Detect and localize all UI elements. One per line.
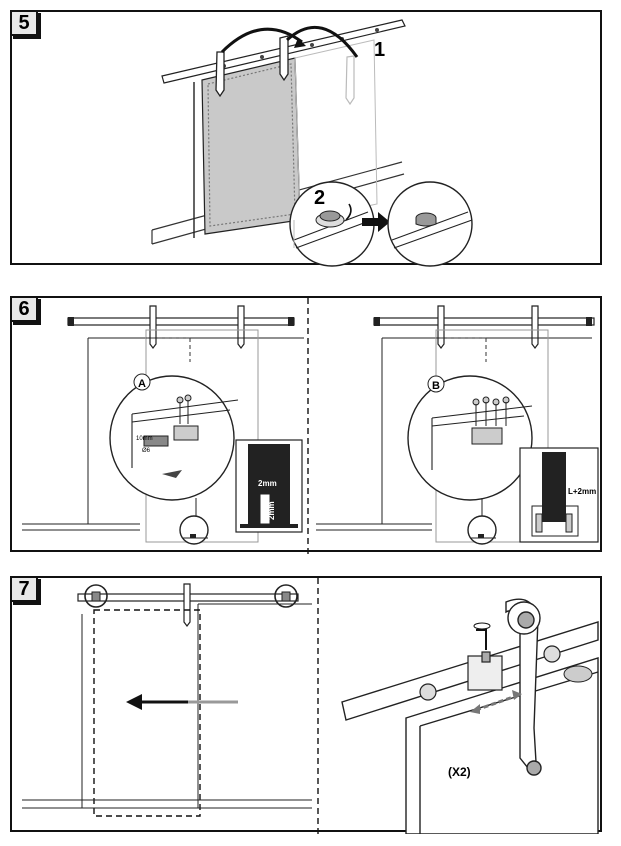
- slide-arrow-icon: [126, 694, 238, 710]
- step-5-label-lift: 1: [374, 39, 385, 61]
- hex-key-icon: [476, 629, 487, 650]
- bolts: [419, 645, 561, 701]
- gap-label-right: L+2mm: [568, 487, 596, 496]
- callout-b: B: [432, 380, 440, 392]
- step-5-label-bumper: 2: [314, 187, 325, 209]
- lift-arrows: [220, 25, 359, 58]
- step-6-badge: 6: [10, 296, 38, 322]
- step-5-panel: 5: [10, 10, 602, 267]
- step-7-panel: 7: [10, 576, 602, 834]
- step-6-panel: 6 A 10mm Ø6: [10, 296, 602, 554]
- gap-label-left: 2mm: [258, 479, 277, 488]
- gap-inset-left: 2mm 2mm: [235, 439, 303, 533]
- detail-circle-b: [407, 375, 533, 501]
- stopper-right-circle: [274, 584, 298, 608]
- step-7-illustration: (X2): [22, 578, 599, 834]
- gap-inset-right: L+2mm: [519, 447, 599, 543]
- drill-diameter-text: Ø6: [142, 448, 151, 454]
- quantity-label: (X2): [448, 765, 471, 779]
- arrow-right-icon: [362, 212, 390, 232]
- stopper-detail: [467, 651, 503, 691]
- adjust-arrows: [470, 690, 522, 714]
- step-6-illustration: A 10mm Ø6 2mm 2mm: [22, 298, 599, 554]
- door-panel: [201, 57, 301, 235]
- hanger-strap: [505, 598, 542, 776]
- left-rail: [67, 317, 295, 326]
- callout-a: A: [138, 378, 146, 390]
- door-outline: [93, 609, 201, 817]
- gap-label-left-vertical: 2mm: [267, 501, 276, 520]
- drill-depth-text: 10mm: [136, 436, 153, 442]
- detail-circle-a: [109, 375, 235, 501]
- step-7-badge: 7: [10, 576, 38, 602]
- stopper-left-circle: [84, 584, 108, 608]
- step-5-illustration: 1 2: [151, 19, 473, 267]
- right-rail: [373, 317, 595, 326]
- step-5-badge: 5: [10, 10, 38, 36]
